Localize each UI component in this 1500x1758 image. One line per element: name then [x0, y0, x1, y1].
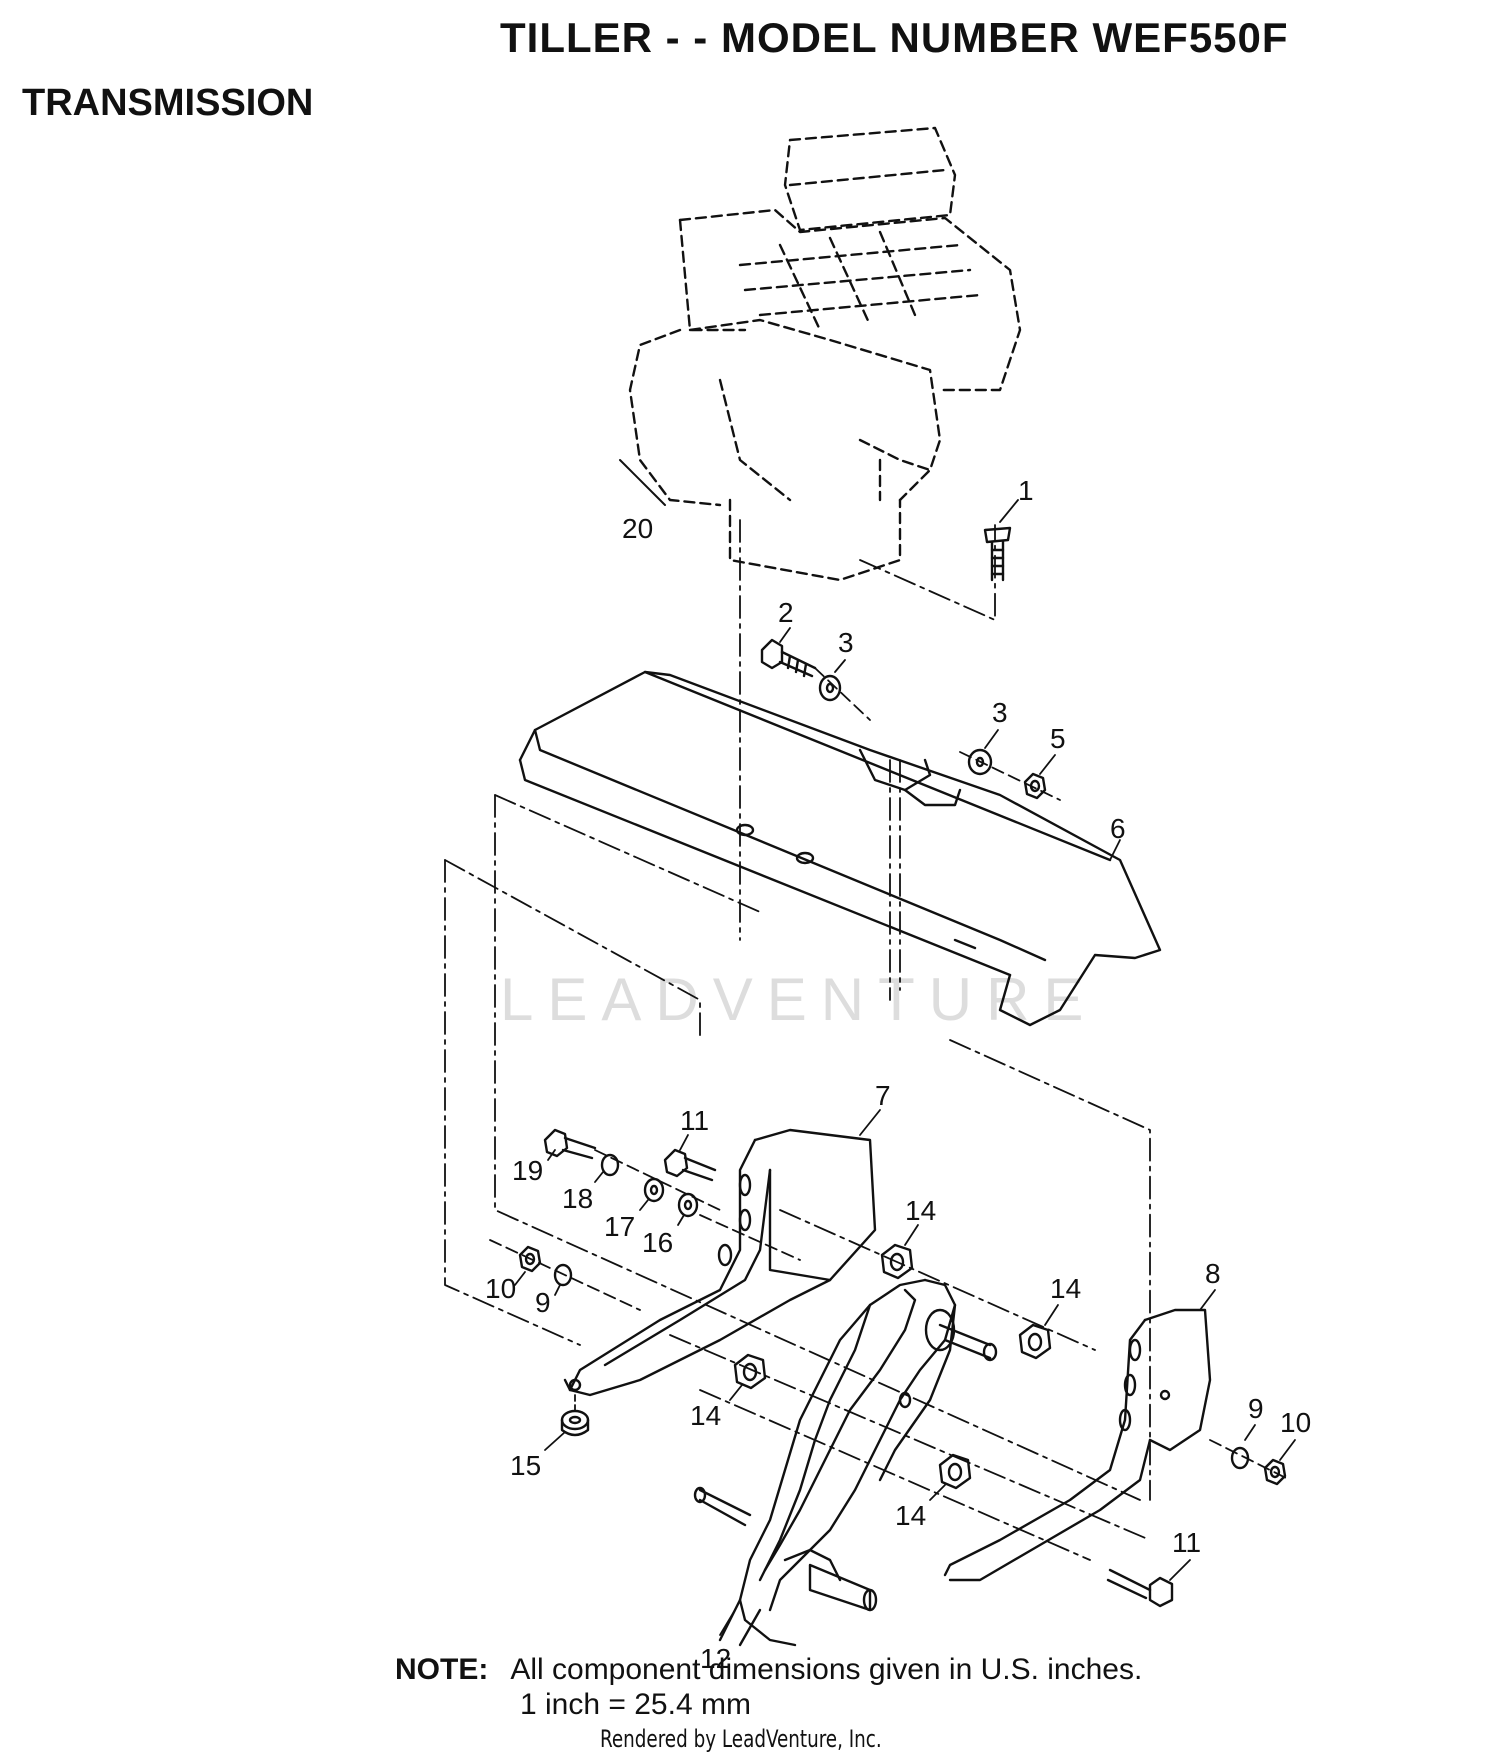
callout-2: 2: [778, 597, 794, 628]
callout-17: 17: [604, 1211, 635, 1242]
callout-8: 8: [1205, 1258, 1221, 1289]
part-14-spacer-c: [733, 1353, 767, 1390]
part-11-bolt: [663, 1148, 717, 1182]
part-6-tine-shield: [518, 670, 1162, 1027]
part-19-bolt: [543, 1128, 597, 1160]
note-conversion: 1 inch = 25.4 mm: [520, 1688, 751, 1721]
part-9-washer: [553, 1263, 573, 1287]
part-11-bolt-b: [1106, 1568, 1174, 1608]
part-12-transmission: [693, 1278, 998, 1647]
callout-19: 19: [512, 1155, 543, 1186]
section-title: TRANSMISSION: [22, 82, 314, 124]
callout-1: 1: [1018, 475, 1034, 506]
callout-18: 18: [562, 1183, 593, 1214]
callout-11-b: 11: [1172, 1527, 1201, 1558]
part-3-washer: [818, 674, 842, 702]
callout-3: 3: [838, 627, 854, 658]
render-credit: Rendered by LeadVenture, Inc.: [600, 1725, 882, 1753]
watermark-text: LEADVENTURE: [500, 966, 1097, 1033]
callout-11: 11: [680, 1105, 709, 1136]
note-label: NOTE:: [395, 1653, 489, 1686]
callout-9: 9: [535, 1287, 551, 1318]
part-14-spacer-d: [938, 1453, 972, 1490]
callout-6: 6: [1110, 813, 1126, 844]
part-18-washer: [600, 1153, 620, 1177]
callout-10-b: 10: [1280, 1407, 1311, 1438]
engine-outline: [628, 126, 1022, 582]
callout-12: 12: [700, 1643, 731, 1674]
callout-5: 5: [1050, 723, 1066, 754]
part-10-nut-b: [1263, 1458, 1287, 1486]
callout-20: 20: [622, 513, 653, 544]
part-3-washer-b: [967, 748, 993, 776]
callout-14-d: 14: [895, 1500, 926, 1531]
note-text: All component dimensions given in U.S. i…: [510, 1653, 1143, 1686]
callout-14-a: 14: [905, 1195, 936, 1226]
part-14-spacer-a: [880, 1243, 914, 1280]
part-14-spacer-b: [1018, 1323, 1052, 1360]
footer-note: NOTE: All component dimensions given in U…: [395, 1653, 1142, 1687]
part-7-left-bracket: [563, 1128, 877, 1397]
part-2-bolt: [760, 638, 817, 678]
part-15-spacer: [560, 1409, 590, 1437]
part-5-nut: [1023, 772, 1047, 800]
callout-9-b: 9: [1248, 1393, 1264, 1424]
part-16-washer: [677, 1192, 699, 1218]
callout-14-b: 14: [1050, 1273, 1081, 1304]
part-1-bolt: [983, 526, 1012, 582]
callout-16: 16: [642, 1227, 673, 1258]
callout-7: 7: [875, 1080, 891, 1111]
callout-15: 15: [510, 1450, 541, 1481]
callout-14-c: 14: [690, 1400, 721, 1431]
diagram-title: TILLER - - MODEL NUMBER WEF550F: [500, 14, 1289, 61]
part-8-right-bracket: [943, 1308, 1212, 1582]
callout-3-b: 3: [992, 697, 1008, 728]
callout-10: 10: [485, 1273, 516, 1304]
